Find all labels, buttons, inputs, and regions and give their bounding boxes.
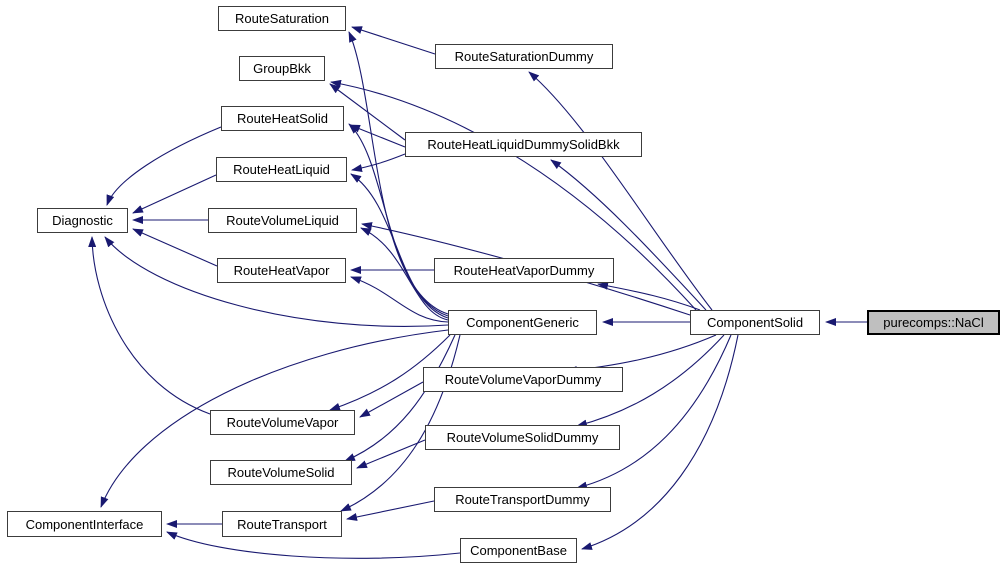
node-route-heat-vapor[interactable]: RouteHeatVapor (217, 258, 346, 283)
edge-route-heat-liquid-to-diagnostic (132, 174, 217, 214)
edge-component-solid-to-route-volume-vapor-dummy (566, 334, 717, 374)
node-route-volume-vapor-dummy[interactable]: RouteVolumeVaporDummy (423, 367, 623, 392)
edge-component-solid-to-route-volume-solid-dummy (576, 334, 725, 428)
edge-component-base-to-component-interface (166, 531, 461, 559)
node-route-heat-vapor-dummy[interactable]: RouteHeatVaporDummy (434, 258, 614, 283)
edge-route-volume-vapor-to-diagnostic (88, 236, 211, 415)
node-route-saturation-dummy[interactable]: RouteSaturationDummy (435, 44, 613, 69)
node-label: RouteVolumeVaporDummy (444, 372, 602, 387)
node-purecomps-nacl: purecomps::NaCl (867, 310, 1000, 335)
node-component-solid[interactable]: ComponentSolid (690, 310, 820, 335)
node-route-saturation[interactable]: RouteSaturation (218, 6, 346, 31)
node-label: ComponentGeneric (466, 315, 579, 330)
edge-component-generic-to-route-heat-solid (348, 123, 449, 317)
node-route-heat-liquid-dummy-solid-bkk[interactable]: RouteHeatLiquidDummySolidBkk (405, 132, 642, 157)
edge-route-heat-vapor-to-diagnostic (132, 228, 218, 267)
node-component-generic[interactable]: ComponentGeneric (448, 310, 597, 335)
edge-route-heat-liquid-dummy-solid-bkk-to-route-heat-liquid (351, 153, 406, 172)
node-route-transport[interactable]: RouteTransport (222, 511, 342, 537)
edge-component-solid-to-route-saturation-dummy (528, 71, 713, 311)
edge-component-generic-to-route-heat-liquid (350, 173, 449, 319)
node-label: RouteHeatVapor (233, 263, 330, 278)
edge-route-transport-dummy-to-route-transport (346, 500, 435, 521)
edge-route-heat-solid-to-diagnostic (106, 126, 222, 206)
edge-component-solid-to-component-base (581, 334, 739, 550)
node-label: GroupBkk (253, 61, 311, 76)
node-route-volume-vapor[interactable]: RouteVolumeVapor (210, 410, 355, 435)
node-label: ComponentBase (470, 543, 567, 558)
node-label: RouteTransport (237, 516, 327, 532)
node-label: ComponentInterface (25, 516, 144, 532)
node-label: RouteHeatVaporDummy (453, 263, 595, 278)
edge-route-volume-vapor-dummy-to-route-volume-vapor (359, 381, 424, 418)
edge-route-volume-solid-dummy-to-route-volume-solid (356, 439, 426, 469)
node-component-base[interactable]: ComponentBase (460, 538, 577, 563)
edge-component-solid-to-route-heat-liquid-dummy-solid-bkk (550, 159, 707, 311)
node-route-heat-solid[interactable]: RouteHeatSolid (221, 106, 344, 131)
node-label: RouteTransportDummy (455, 492, 590, 507)
node-label: Diagnostic (52, 213, 113, 228)
edge-route-heat-liquid-dummy-solid-bkk-to-route-heat-solid (349, 124, 406, 148)
node-component-interface[interactable]: ComponentInterface (7, 511, 162, 537)
edge-component-generic-to-route-transport (340, 334, 461, 512)
edge-component-generic-to-route-volume-solid (344, 334, 456, 462)
node-label: RouteSaturation (235, 11, 329, 26)
edge-component-solid-to-route-heat-vapor-dummy (597, 281, 701, 311)
node-label: purecomps::NaCl (883, 315, 984, 330)
node-route-heat-liquid[interactable]: RouteHeatLiquid (216, 157, 347, 182)
node-group-bkk[interactable]: GroupBkk (239, 56, 325, 81)
edge-route-heat-liquid-dummy-solid-bkk-to-group-bkk (329, 83, 406, 141)
node-label: RouteVolumeVapor (226, 415, 339, 430)
edge-component-generic-to-diagnostic (104, 236, 449, 328)
edge-component-solid-to-route-transport-dummy (576, 334, 732, 490)
edge-component-generic-to-route-volume-vapor (329, 334, 451, 411)
node-label: RouteHeatLiquidDummySolidBkk (427, 137, 620, 152)
node-route-transport-dummy[interactable]: RouteTransportDummy (434, 487, 611, 512)
node-route-volume-solid-dummy[interactable]: RouteVolumeSolidDummy (425, 425, 620, 450)
edge-component-generic-to-route-saturation (348, 31, 449, 315)
node-route-volume-liquid[interactable]: RouteVolumeLiquid (208, 208, 357, 233)
node-route-volume-solid[interactable]: RouteVolumeSolid (210, 460, 352, 485)
node-label: RouteVolumeSolid (227, 465, 335, 480)
node-label: RouteVolumeSolidDummy (446, 430, 599, 445)
node-label: RouteSaturationDummy (454, 49, 594, 64)
node-label: RouteHeatLiquid (233, 162, 330, 177)
edge-component-generic-to-route-volume-liquid (360, 227, 449, 321)
node-label: ComponentSolid (706, 315, 804, 330)
node-label: RouteHeatSolid (236, 111, 329, 126)
node-label: RouteVolumeLiquid (226, 213, 339, 228)
edge-component-generic-to-component-interface (100, 329, 449, 508)
edge-route-saturation-dummy-to-route-saturation (351, 26, 436, 55)
edge-component-generic-to-route-heat-vapor (350, 276, 449, 323)
node-diagnostic[interactable]: Diagnostic (37, 208, 128, 233)
